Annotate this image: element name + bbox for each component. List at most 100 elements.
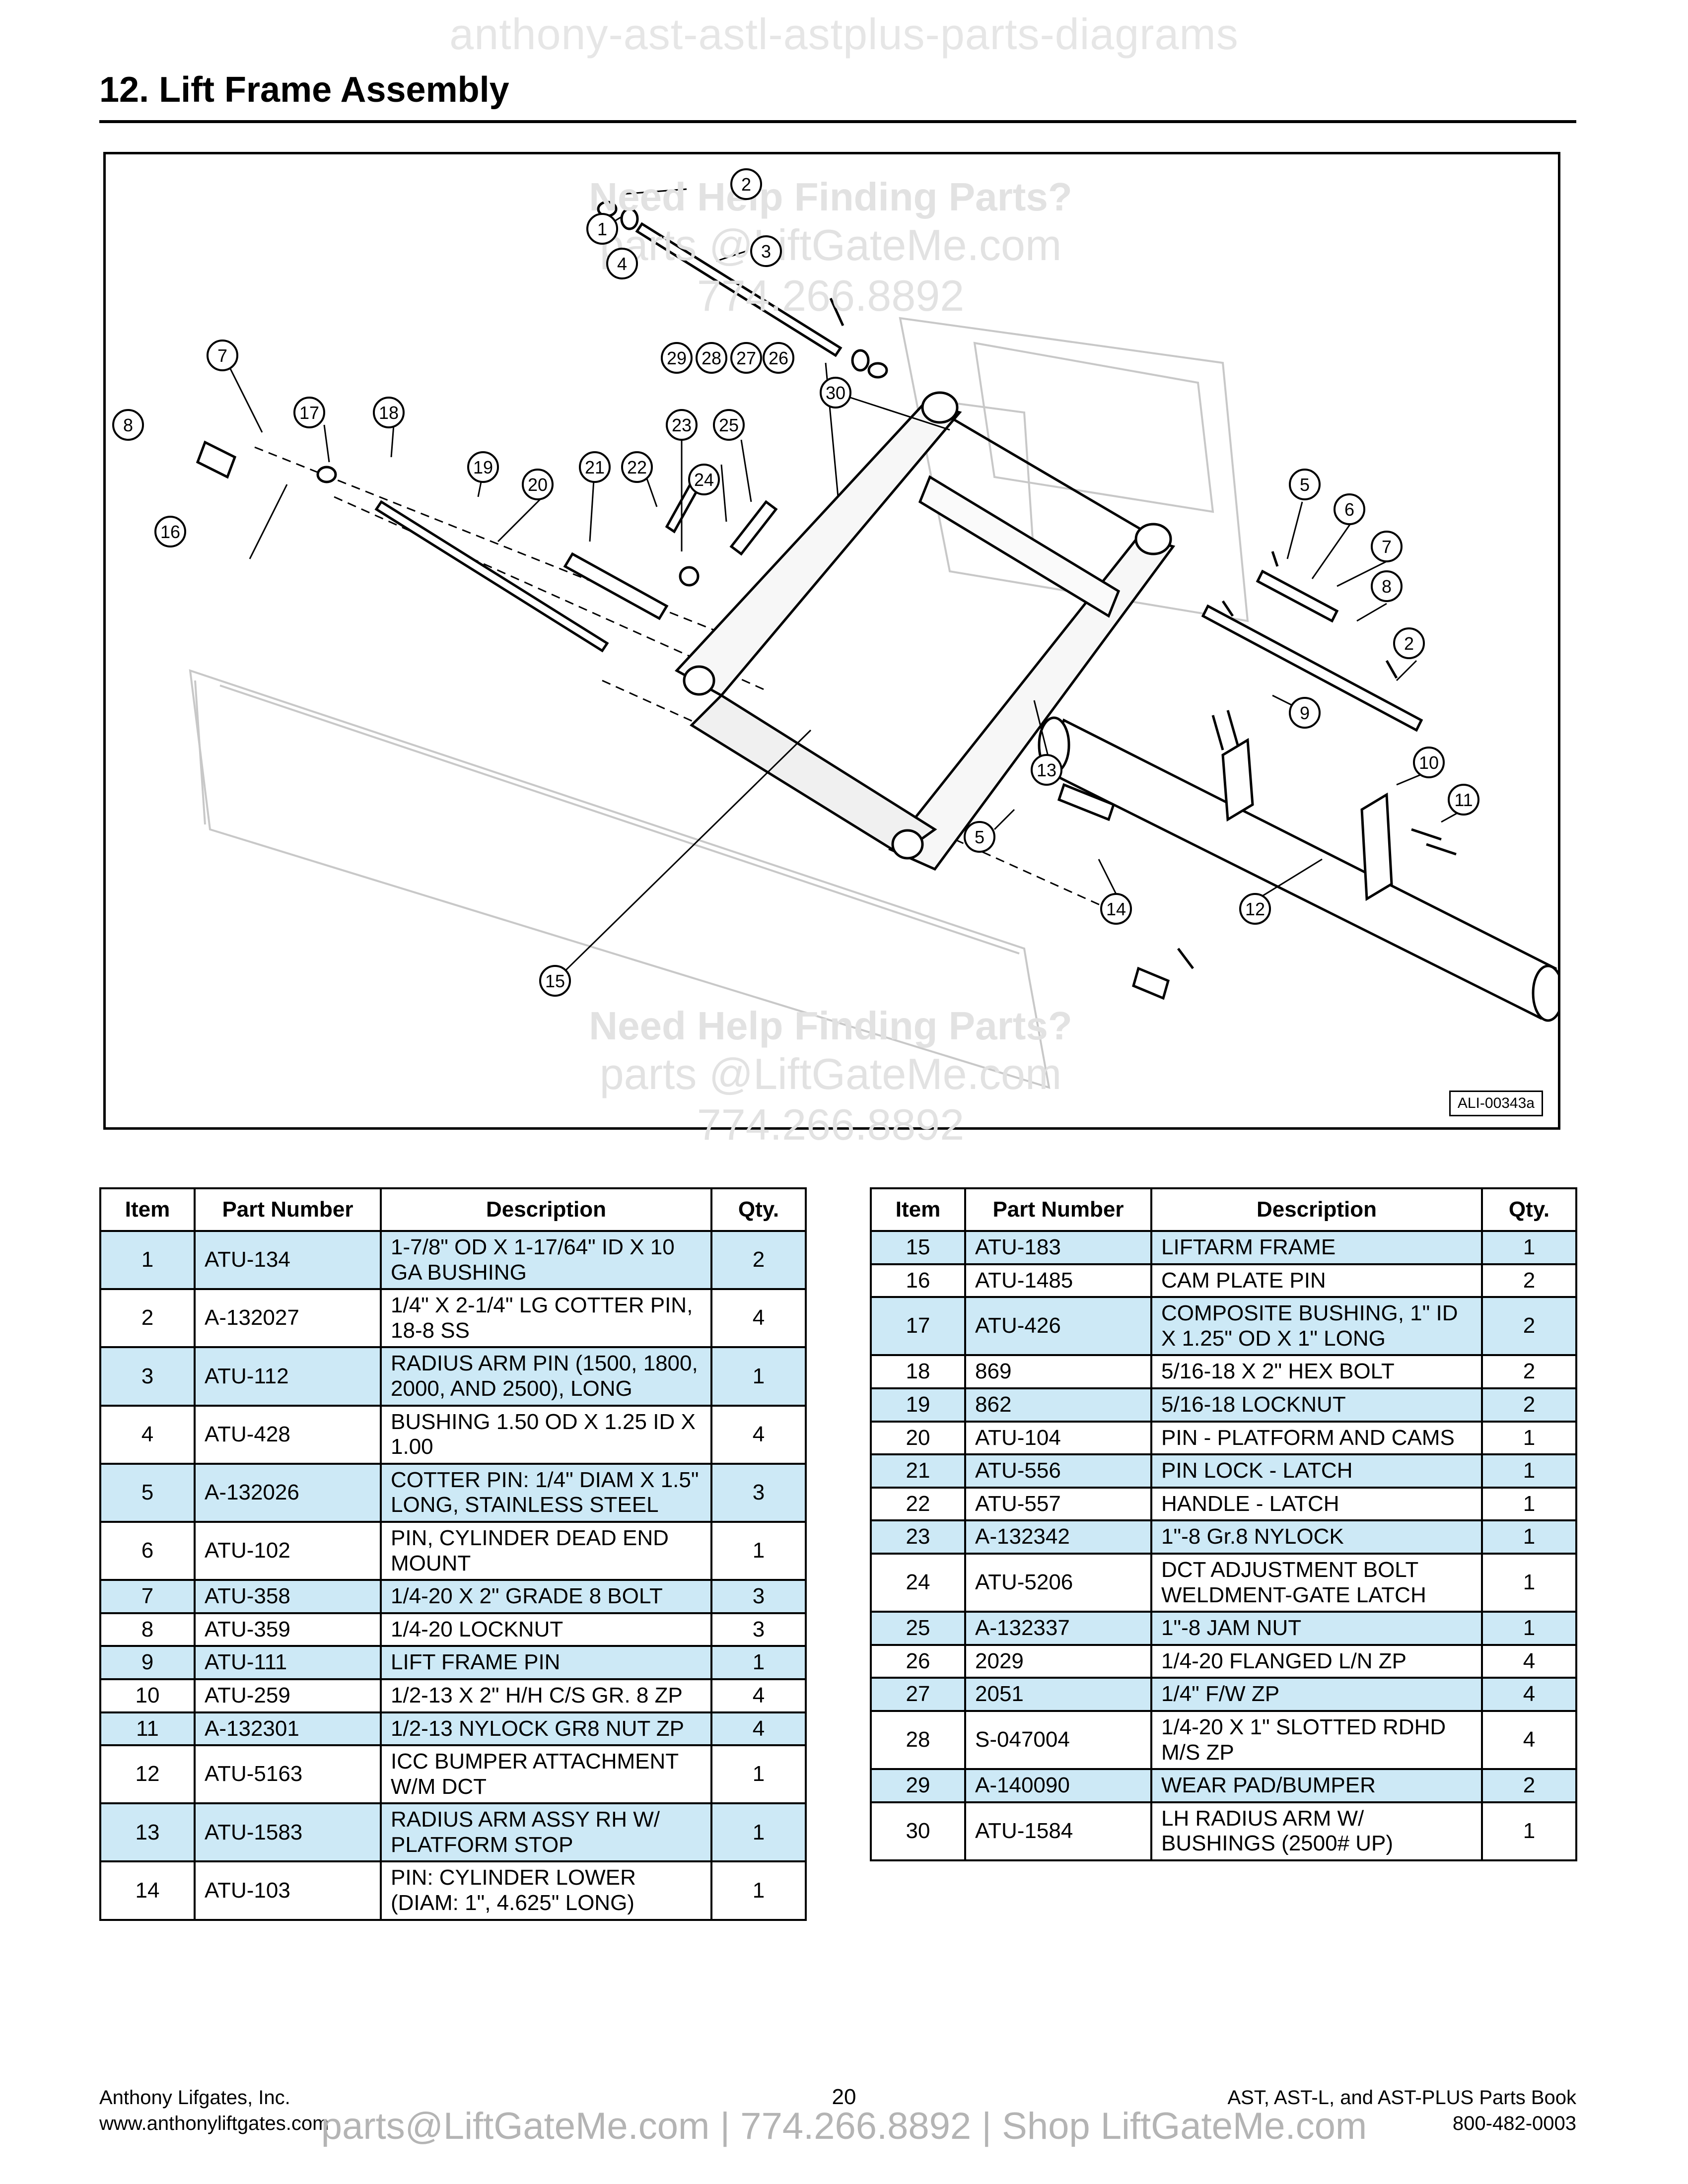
table-header-row: Item Part Number Description Qty. [870,1187,1577,1232]
cell-description: RADIUS ARM PIN (1500, 1800, 2000, AND 25… [380,1346,712,1407]
cell-qty: 1 [1481,1486,1577,1522]
cell-part-number: ATU-557 [964,1486,1152,1522]
callout-6: 6 [1334,493,1365,525]
cell-description: PIN LOCK - LATCH [1150,1453,1483,1489]
page-number: 20 [832,2085,856,2109]
cell-part-number: ATU-556 [964,1453,1152,1489]
cell-description: COTTER PIN: 1/4" DIAM X 1.5" LONG, STAIN… [380,1462,712,1523]
title-rule [99,120,1576,123]
callout-number: 26 [769,348,788,368]
callout-29: 29 [661,342,693,374]
callout-number: 11 [1454,790,1473,810]
callout-number: 27 [736,348,756,368]
footer-book-title: AST, AST-L, and AST-PLUS Parts Book [1227,2087,1576,2109]
callout-5: 5 [1289,469,1321,500]
cell-qty: 2 [1481,1768,1577,1803]
cell-part-number: ATU-1583 [194,1802,382,1863]
callout-8: 8 [112,409,144,441]
footer-website: www.anthonyliftgates.com [99,2113,329,2134]
cell-part-number: ATU-104 [964,1420,1152,1456]
cell-item: 13 [99,1802,196,1863]
callout-number: 15 [545,971,565,991]
callout-number: 16 [160,522,180,542]
col-description: Description [1150,1187,1483,1232]
cell-description: 1"-8 Gr.8 NYLOCK [1150,1519,1483,1555]
cell-qty: 4 [1481,1677,1577,1712]
col-part-number: Part Number [964,1187,1152,1232]
cell-part-number: A-132337 [964,1611,1152,1646]
watermark-line: 774.266.8892 [697,271,965,320]
cell-part-number: ATU-5206 [964,1552,1152,1613]
cell-qty: 2 [1481,1296,1577,1357]
cell-description: WEAR PAD/BUMPER [1150,1768,1483,1803]
cell-qty: 1 [1481,1552,1577,1613]
cell-item: 18 [870,1354,966,1389]
cell-qty: 1 [1481,1230,1577,1265]
exploded-diagram: Need Help Finding Parts? parts @LiftGate… [103,152,1560,1149]
cell-part-number: ATU-358 [194,1579,382,1614]
callout-number: 5 [1300,475,1310,495]
callout-2: 2 [730,168,762,200]
cell-item: 7 [99,1579,196,1614]
cell-part-number: ATU-183 [964,1230,1152,1265]
callout-21: 21 [579,451,611,483]
watermark-line: Need Help Finding Parts? [589,1004,1072,1048]
cell-qty: 2 [1481,1263,1577,1298]
callout-number: 25 [719,415,739,435]
cell-part-number: A-132301 [194,1711,382,1747]
cell-item: 4 [99,1404,196,1465]
cell-item: 22 [870,1486,966,1522]
cell-description: 1/4" X 2-1/4" LG COTTER PIN, 18-8 SS [380,1288,712,1349]
callout-9: 9 [1289,697,1321,729]
cell-item: 1 [99,1229,196,1291]
cell-item: 30 [870,1801,966,1861]
cell-item: 19 [870,1387,966,1423]
callout-11: 11 [1448,784,1479,816]
cell-part-number: A-132027 [194,1288,382,1349]
callout-13: 13 [1031,754,1062,786]
callout-number: 2 [1404,633,1414,654]
cell-description: 1/2-13 X 2" H/H C/S GR. 8 ZP [380,1678,712,1713]
callout-number: 8 [123,415,133,435]
callout-2: 2 [1393,627,1425,659]
diagram-watermark-top: Need Help Finding Parts? parts @LiftGate… [458,174,1203,321]
watermark-line: 774.266.8892 [697,1100,965,1149]
callout-19: 19 [467,451,499,483]
callout-7: 7 [207,340,238,371]
cell-item: 16 [870,1263,966,1298]
cell-qty: 4 [1481,1643,1577,1679]
cell-part-number: ATU-428 [194,1404,382,1465]
cell-description: PIN: CYLINDER LOWER (DIAM: 1", 4.625" LO… [380,1860,712,1921]
cell-part-number: ATU-1485 [964,1263,1152,1298]
callout-number: 2 [741,174,751,195]
cell-qty: 1 [710,1802,807,1863]
cell-part-number: ATU-112 [194,1346,382,1407]
callout-number: 12 [1245,899,1265,919]
callout-22: 22 [621,451,653,483]
callout-16: 16 [154,516,186,547]
cell-item: 26 [870,1643,966,1679]
cell-part-number: ATU-111 [194,1645,382,1680]
cell-item: 8 [99,1612,196,1647]
cell-item: 29 [870,1768,966,1803]
cell-qty: 1 [710,1744,807,1805]
callout-number: 13 [1037,760,1056,780]
col-part-number: Part Number [194,1187,382,1232]
cell-qty: 3 [710,1579,807,1614]
cell-part-number: A-140090 [964,1768,1152,1803]
callout-number: 23 [672,415,692,435]
cell-description: 1/4" F/W ZP [1150,1677,1483,1712]
